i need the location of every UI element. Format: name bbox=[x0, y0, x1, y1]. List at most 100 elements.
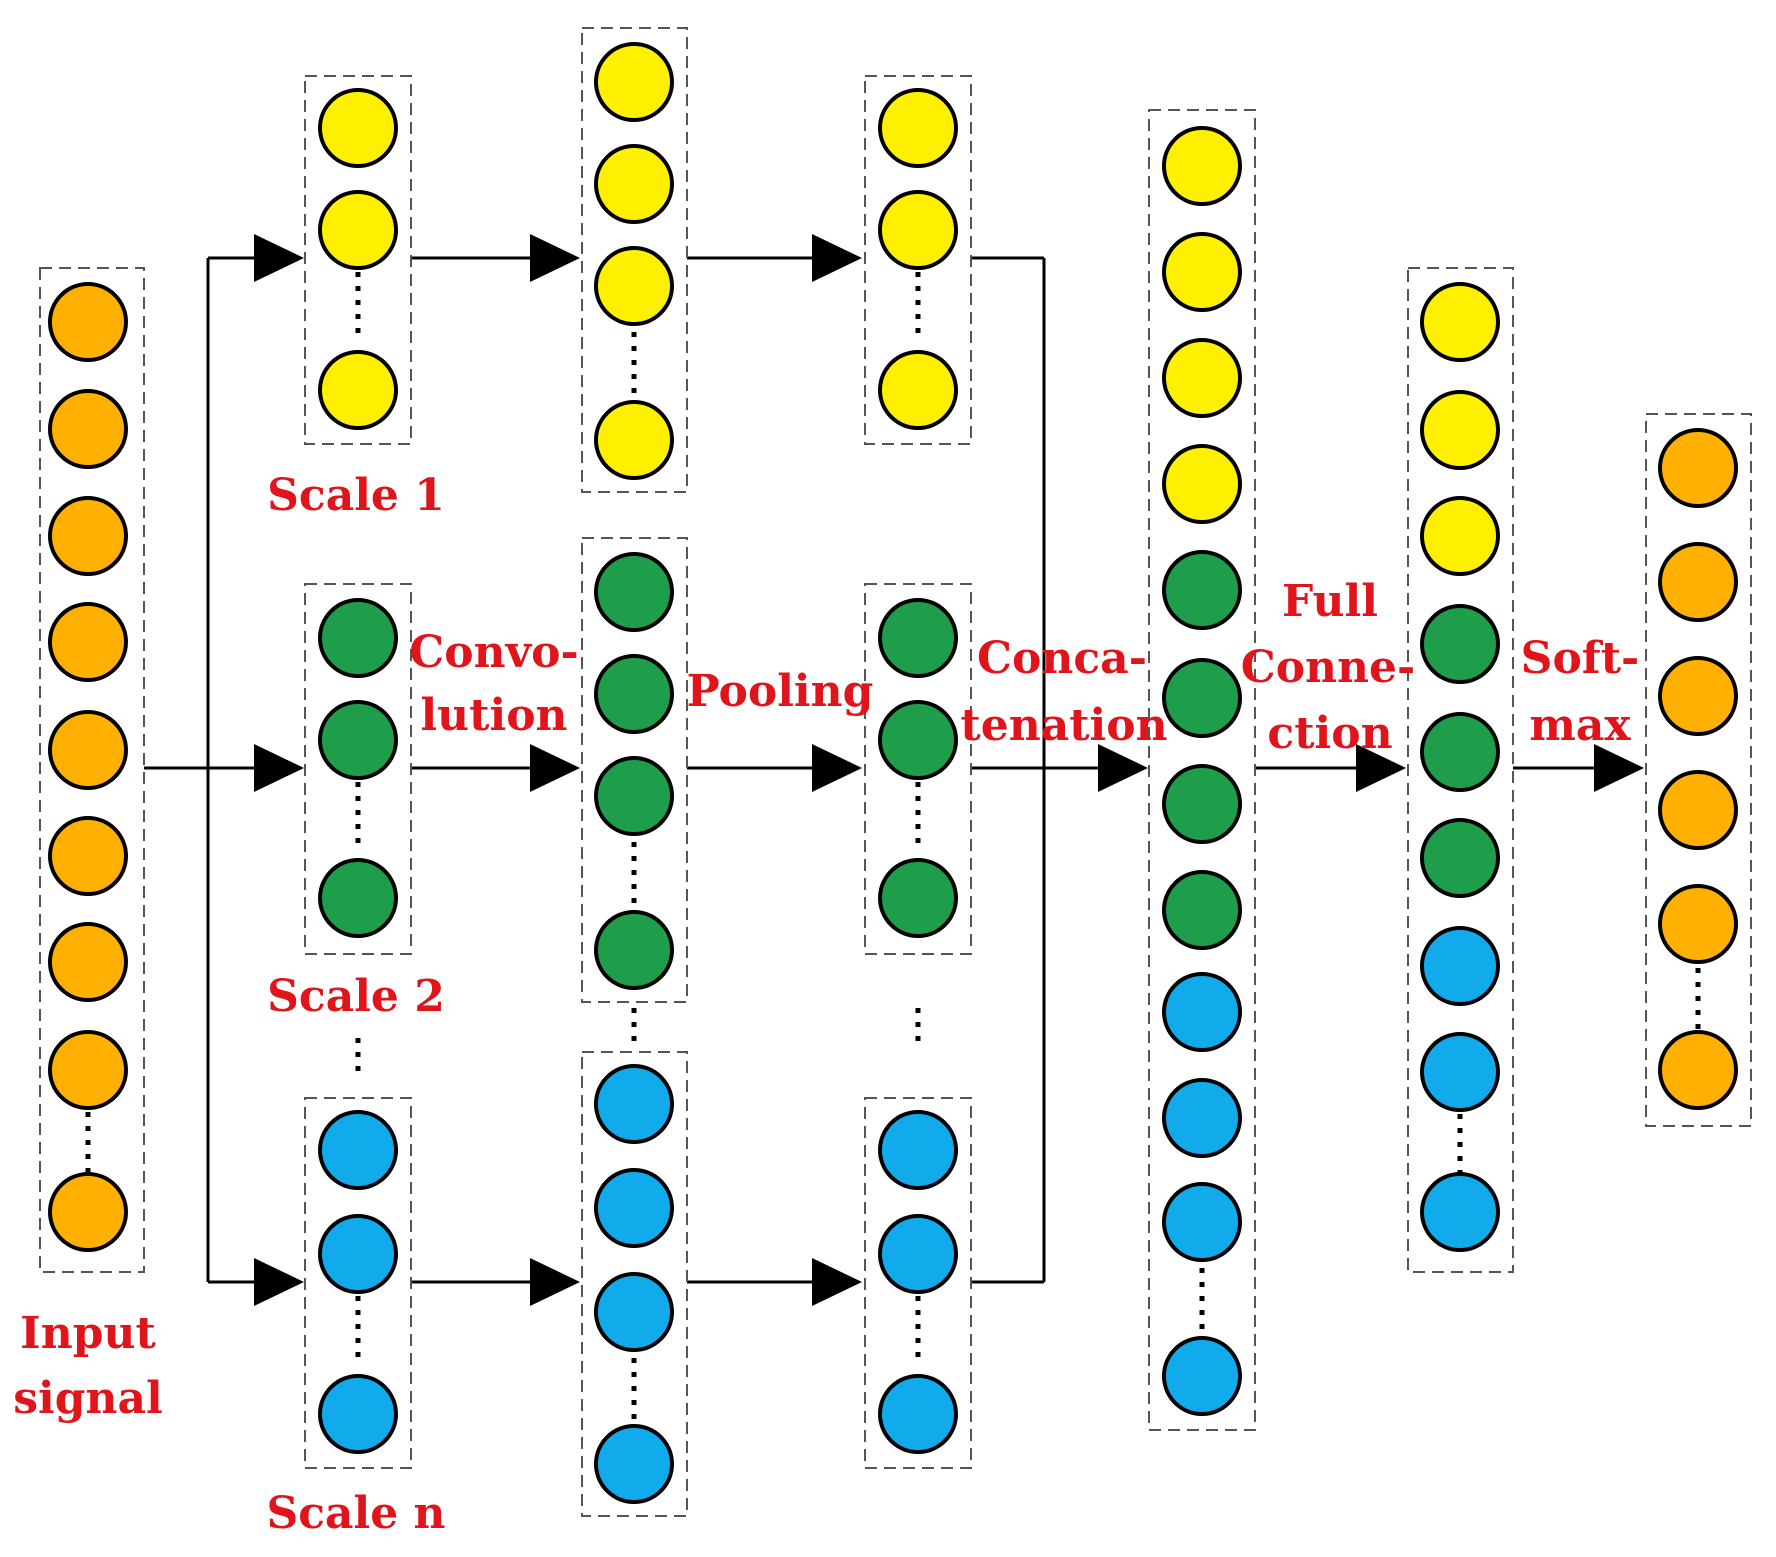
node-blue bbox=[1420, 926, 1500, 1006]
node-yellow bbox=[318, 190, 398, 270]
node-blue bbox=[1162, 1078, 1242, 1158]
node-orange bbox=[48, 602, 128, 682]
layer-softmax-output bbox=[1645, 413, 1752, 1127]
node-yellow bbox=[594, 42, 674, 122]
node-yellow bbox=[1420, 390, 1500, 470]
label-convolution-line1: Convo- bbox=[409, 627, 579, 678]
layers bbox=[39, 27, 1752, 1517]
arrowheads bbox=[254, 234, 1644, 1306]
node-orange bbox=[48, 389, 128, 469]
node-orange bbox=[48, 710, 128, 790]
node-orange bbox=[1658, 770, 1738, 850]
node-yellow bbox=[318, 88, 398, 168]
node-green bbox=[318, 858, 398, 938]
node-green bbox=[1420, 818, 1500, 898]
node-green bbox=[594, 654, 674, 734]
node-green bbox=[594, 756, 674, 836]
node-yellow bbox=[1162, 338, 1242, 418]
node-green bbox=[1420, 712, 1500, 792]
arrowhead-full-connection bbox=[1356, 744, 1406, 792]
label-softmax-line1: Soft- bbox=[1521, 633, 1640, 684]
node-blue bbox=[878, 1110, 958, 1190]
node-orange bbox=[1658, 542, 1738, 622]
arrowhead-concatenation bbox=[1098, 744, 1148, 792]
node-green bbox=[878, 858, 958, 938]
node-orange bbox=[1658, 656, 1738, 736]
layer-frame bbox=[1645, 413, 1752, 1127]
node-yellow bbox=[1420, 282, 1500, 362]
label-full-connection-line3: ction bbox=[1267, 708, 1392, 759]
connections bbox=[144, 256, 1636, 1284]
node-orange bbox=[48, 1172, 128, 1252]
layer-concatenation bbox=[1148, 109, 1256, 1431]
label-concatenation-line2: tenation bbox=[960, 700, 1167, 751]
node-yellow bbox=[1162, 126, 1242, 206]
label-scale-n: Scale n bbox=[266, 1488, 445, 1539]
node-green bbox=[318, 700, 398, 780]
arrowhead-pool-3 bbox=[812, 1258, 862, 1306]
node-blue bbox=[594, 1168, 674, 1248]
node-green bbox=[1420, 604, 1500, 684]
layer-frame bbox=[39, 267, 145, 1273]
labels: Input signal Scale 1 Scale 2 Scale n Con… bbox=[13, 470, 1639, 1539]
node-green bbox=[1162, 658, 1242, 738]
label-input-line1: Input bbox=[20, 1308, 156, 1359]
node-blue bbox=[878, 1374, 958, 1454]
node-green bbox=[1162, 764, 1242, 844]
layer-frame bbox=[864, 75, 972, 445]
node-green bbox=[1162, 870, 1242, 950]
layer-frame bbox=[1148, 109, 1256, 1431]
layer-scale-1-pool bbox=[864, 75, 972, 445]
node-orange bbox=[1658, 1030, 1738, 1110]
node-yellow bbox=[1162, 232, 1242, 312]
node-orange bbox=[48, 816, 128, 896]
arrowhead-softmax bbox=[1594, 744, 1644, 792]
layer-scale-n-conv bbox=[581, 1051, 688, 1517]
node-yellow bbox=[878, 350, 958, 430]
arrowhead-scale-3 bbox=[254, 1258, 304, 1306]
node-yellow bbox=[594, 144, 674, 224]
arrowhead-scale-2 bbox=[254, 744, 304, 792]
arrowhead-conv-2 bbox=[530, 744, 580, 792]
node-blue bbox=[594, 1272, 674, 1352]
node-yellow bbox=[878, 88, 958, 168]
node-green bbox=[318, 598, 398, 678]
node-yellow bbox=[318, 350, 398, 430]
node-green bbox=[594, 910, 674, 990]
layer-frame bbox=[1407, 267, 1514, 1273]
layer-scale-2-input bbox=[304, 583, 412, 955]
layer-scale-1-conv bbox=[581, 27, 688, 493]
arrowhead-pool-1 bbox=[812, 234, 862, 282]
node-green bbox=[1162, 550, 1242, 630]
arrowhead-scale-1 bbox=[254, 234, 304, 282]
layer-frame bbox=[304, 583, 412, 955]
node-blue bbox=[1420, 1032, 1500, 1112]
layer-input-signal bbox=[39, 267, 145, 1273]
node-yellow bbox=[594, 246, 674, 326]
layer-frame bbox=[864, 1097, 972, 1469]
node-orange bbox=[1658, 884, 1738, 964]
node-green bbox=[878, 700, 958, 780]
node-blue bbox=[878, 1214, 958, 1294]
node-orange bbox=[48, 922, 128, 1002]
node-blue bbox=[1162, 1336, 1242, 1416]
arrowhead-conv-1 bbox=[530, 234, 580, 282]
node-yellow bbox=[1162, 444, 1242, 524]
node-blue bbox=[1162, 1182, 1242, 1262]
node-blue bbox=[318, 1110, 398, 1190]
layer-scale-2-pool bbox=[864, 583, 972, 955]
node-orange bbox=[48, 282, 128, 362]
label-full-connection-line2: Conne- bbox=[1241, 642, 1416, 693]
layer-frame bbox=[304, 75, 412, 445]
node-blue bbox=[594, 1064, 674, 1144]
label-concatenation-line1: Conca- bbox=[977, 633, 1147, 684]
arrowhead-pool-2 bbox=[812, 744, 862, 792]
arrowhead-conv-3 bbox=[530, 1258, 580, 1306]
node-yellow bbox=[1420, 496, 1500, 576]
node-orange bbox=[1658, 428, 1738, 508]
node-blue bbox=[594, 1424, 674, 1504]
layer-scale-n-input bbox=[304, 1097, 412, 1469]
layer-frame bbox=[304, 1097, 412, 1469]
label-scale-2: Scale 2 bbox=[267, 971, 445, 1022]
